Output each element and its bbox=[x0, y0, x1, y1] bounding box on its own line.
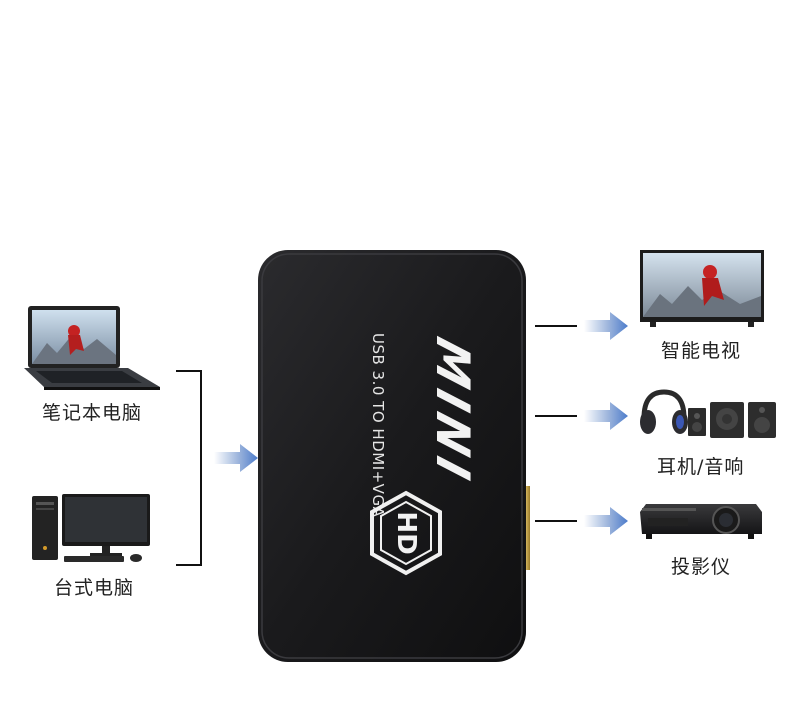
output-arrow-audio-icon bbox=[584, 402, 628, 430]
source-label-laptop: 笔记本电脑 bbox=[42, 402, 143, 424]
source-bracket-vertical bbox=[200, 370, 202, 566]
source-bracket-top bbox=[176, 370, 202, 372]
output-line-audio bbox=[535, 415, 577, 417]
desktop-computer-icon bbox=[30, 492, 154, 564]
output-arrow-tv-icon bbox=[584, 312, 628, 340]
laptop-icon bbox=[22, 305, 164, 391]
output-label-audio: 耳机/音响 bbox=[657, 456, 745, 478]
output-label-tv: 智能电视 bbox=[661, 340, 742, 362]
input-arrow-icon bbox=[214, 444, 258, 472]
usb-hdmi-vga-adapter bbox=[258, 250, 530, 662]
output-line-tv bbox=[535, 325, 577, 327]
projector-icon bbox=[638, 498, 764, 542]
output-line-projector bbox=[535, 520, 577, 522]
source-bracket-bottom bbox=[176, 564, 202, 566]
device-hd-badge: HD bbox=[368, 490, 444, 576]
device-product-text: USB 3.0 TO HDMI+VGA bbox=[347, 333, 387, 517]
device-badge-label: HD bbox=[391, 511, 421, 555]
device-logo-text: MINI bbox=[382, 331, 480, 510]
source-label-desktop: 台式电脑 bbox=[54, 577, 135, 599]
tv-icon bbox=[640, 250, 764, 328]
headphones-speakers-icon bbox=[638, 388, 778, 440]
output-label-projector: 投影仪 bbox=[671, 556, 732, 578]
output-arrow-projector-icon bbox=[584, 507, 628, 535]
